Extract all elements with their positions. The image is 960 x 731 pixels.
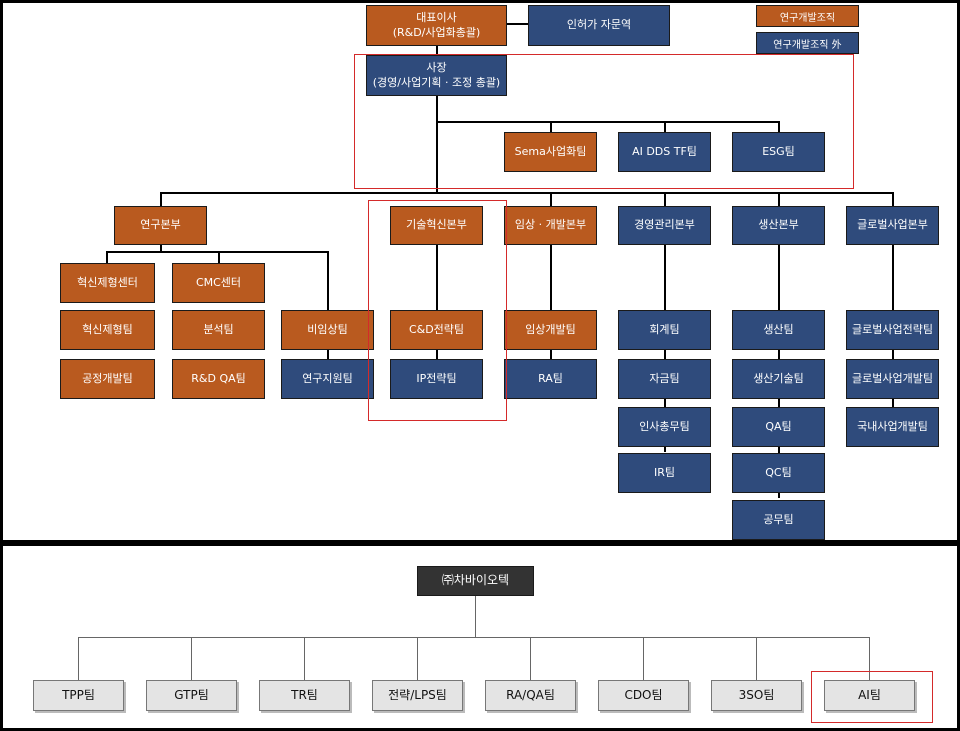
connector bbox=[78, 637, 79, 680]
production-team: 생산팀 bbox=[732, 310, 825, 350]
division-management: 경영관리본부 bbox=[618, 206, 711, 245]
advisor-box: 인허가 자문역 bbox=[528, 5, 670, 46]
ra-team-box: RA팀 bbox=[504, 359, 597, 399]
connector bbox=[327, 349, 329, 359]
connector bbox=[756, 637, 757, 680]
company-box: ㈜차바이오텍 bbox=[417, 566, 534, 596]
connector bbox=[778, 192, 780, 206]
connector bbox=[436, 349, 438, 359]
legend-rnd: 연구개발조직 bbox=[756, 5, 859, 27]
ceo-box: 대표이사(R&D/사업화총괄) bbox=[366, 5, 507, 46]
connector bbox=[106, 251, 108, 263]
analysis-team-box: 분석팀 bbox=[172, 310, 265, 350]
division-clinical: 임상 · 개발본부 bbox=[504, 206, 597, 245]
connector bbox=[550, 121, 552, 133]
connector bbox=[436, 244, 438, 311]
connector bbox=[550, 244, 552, 311]
production-team: QA팀 bbox=[732, 407, 825, 447]
ceo-subtitle: (R&D/사업화총괄) bbox=[392, 25, 481, 39]
connector bbox=[436, 96, 438, 192]
connector bbox=[304, 637, 305, 680]
president-title: 사장 bbox=[426, 61, 447, 75]
connector bbox=[218, 251, 220, 263]
production-team: 생산기술팀 bbox=[732, 359, 825, 399]
connector bbox=[778, 121, 780, 133]
division-production: 생산본부 bbox=[732, 206, 825, 245]
connector bbox=[869, 637, 870, 680]
process-team-box: 공정개발팀 bbox=[60, 359, 155, 399]
bottom-team: TR팀 bbox=[259, 680, 350, 711]
cmc-center-box: CMC센터 bbox=[172, 263, 265, 303]
connector bbox=[436, 121, 778, 123]
innovation-center-box: 혁신제형센터 bbox=[60, 263, 155, 303]
connector bbox=[160, 192, 893, 194]
support-team-box: 연구지원팀 bbox=[281, 359, 374, 399]
management-team: IR팀 bbox=[618, 453, 711, 493]
bottom-team: CDO팀 bbox=[598, 680, 689, 711]
highlight-president-group bbox=[354, 54, 854, 189]
nonclinical-team-box: 비임상팀 bbox=[281, 310, 374, 350]
president-subtitle: (경영/사업기획 · 조정 총괄) bbox=[372, 75, 501, 89]
production-team: 공무팀 bbox=[732, 500, 825, 540]
production-team: QC팀 bbox=[732, 453, 825, 493]
connector bbox=[191, 637, 192, 680]
management-team: 회계팀 bbox=[618, 310, 711, 350]
rdqa-team-box: R&D QA팀 bbox=[172, 359, 265, 399]
management-team: 자금팀 bbox=[618, 359, 711, 399]
connector bbox=[78, 637, 870, 638]
connector bbox=[506, 23, 530, 25]
bottom-team: 전략/LPS팀 bbox=[372, 680, 463, 711]
highlight-ai-team bbox=[811, 671, 933, 723]
org-chart-bottom-panel: ㈜차바이오텍 TPP팀 GTP팀 TR팀 전략/LPS팀 RA/QA팀 CDO팀… bbox=[3, 546, 957, 728]
innovation-team-box: 혁신제형팀 bbox=[60, 310, 155, 350]
bottom-team: 3SO팀 bbox=[711, 680, 802, 711]
global-team: 글로벌사업개발팀 bbox=[846, 359, 939, 399]
connector bbox=[160, 192, 162, 206]
connector bbox=[643, 637, 644, 680]
division-research: 연구본부 bbox=[114, 206, 207, 245]
division-global: 글로벌사업본부 bbox=[846, 206, 939, 245]
division-tech: 기술혁신본부 bbox=[390, 206, 483, 245]
connector bbox=[160, 244, 162, 252]
staff-team: Sema사업화팀 bbox=[504, 132, 597, 172]
president-box: 사장(경영/사업기획 · 조정 총괄) bbox=[366, 55, 507, 96]
bottom-team-ai: AI팀 bbox=[824, 680, 915, 711]
cd-strategy-team-box: C&D전략팀 bbox=[390, 310, 483, 350]
connector bbox=[530, 637, 531, 680]
connector bbox=[550, 349, 552, 359]
ip-strategy-team-box: IP전략팀 bbox=[390, 359, 483, 399]
highlight-tech-division bbox=[368, 200, 507, 421]
staff-team: AI DDS TF팀 bbox=[618, 132, 711, 172]
global-team: 글로벌사업전략팀 bbox=[846, 310, 939, 350]
bottom-team: GTP팀 bbox=[146, 680, 237, 711]
org-chart-top-panel: 연구개발조직 연구개발조직 外 대표이사(R&D/사업화총괄) 인허가 자문역 … bbox=[3, 3, 957, 540]
connector bbox=[892, 192, 894, 206]
ceo-title: 대표이사 bbox=[416, 11, 457, 25]
management-team: 인사총무팀 bbox=[618, 407, 711, 447]
bottom-team: RA/QA팀 bbox=[485, 680, 576, 711]
connector bbox=[475, 594, 476, 638]
connector bbox=[327, 251, 329, 311]
staff-team: ESG팀 bbox=[732, 132, 825, 172]
legend-non-rnd: 연구개발조직 外 bbox=[756, 32, 859, 54]
clinical-dev-team-box: 임상개발팀 bbox=[504, 310, 597, 350]
connector bbox=[664, 121, 666, 133]
global-team: 국내사업개발팀 bbox=[846, 407, 939, 447]
connector bbox=[417, 637, 418, 680]
connector bbox=[664, 192, 666, 206]
bottom-team: TPP팀 bbox=[33, 680, 124, 711]
connector bbox=[106, 251, 328, 253]
connector bbox=[550, 192, 552, 206]
